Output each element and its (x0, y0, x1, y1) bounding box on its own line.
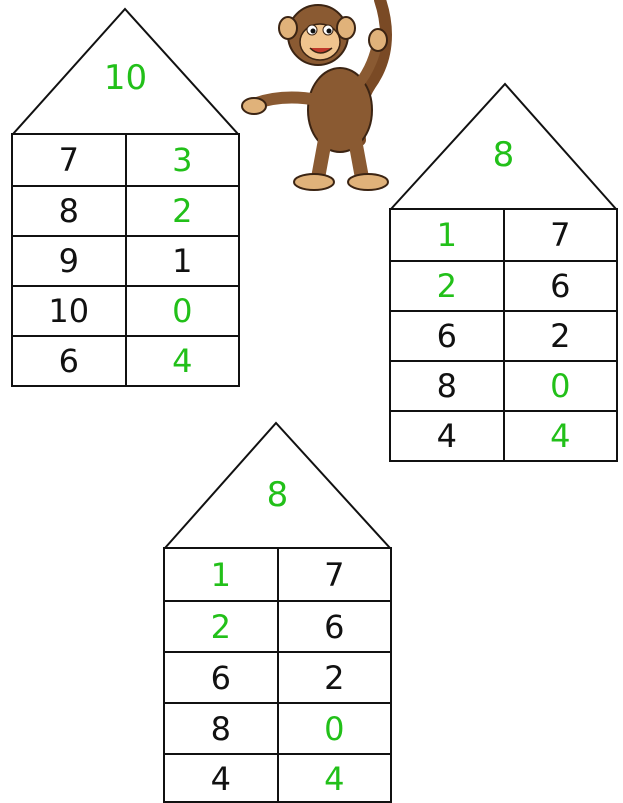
table-row: 8 2 (13, 185, 238, 235)
cell-right: 4 (505, 412, 617, 460)
number-table: 1 7 2 6 6 2 8 0 4 4 (163, 547, 392, 803)
table-row: 6 4 (13, 335, 238, 385)
number-house-3: 8 1 7 2 6 6 2 8 0 4 4 (163, 421, 392, 803)
cell-right: 0 (505, 362, 617, 410)
cell-right: 2 (279, 653, 391, 702)
table-row: 2 6 (165, 600, 390, 651)
roof-number: 8 (389, 138, 618, 172)
cell-left: 7 (13, 135, 127, 185)
cell-left: 4 (391, 412, 505, 460)
table-row: 4 4 (391, 410, 616, 460)
cell-right: 3 (127, 135, 239, 185)
table-row: 4 4 (165, 753, 390, 803)
table-row: 6 2 (165, 651, 390, 702)
cell-right: 6 (505, 262, 617, 310)
cell-right: 4 (279, 755, 391, 803)
cell-left: 9 (13, 237, 127, 285)
cell-right: 0 (127, 287, 239, 335)
number-house-2: 8 1 7 2 6 6 2 8 0 4 4 (389, 82, 618, 462)
table-row: 1 7 (391, 210, 616, 260)
cell-left: 4 (165, 755, 279, 803)
roof-number: 10 (11, 61, 240, 95)
table-row: 8 0 (165, 702, 390, 753)
cell-right: 7 (505, 210, 617, 260)
cell-right: 2 (127, 187, 239, 235)
table-row: 2 6 (391, 260, 616, 310)
monkey-icon (240, 0, 400, 195)
cell-left: 6 (391, 312, 505, 360)
cell-left: 2 (391, 262, 505, 310)
table-row: 6 2 (391, 310, 616, 360)
cell-left: 6 (13, 337, 127, 385)
cell-left: 2 (165, 602, 279, 651)
cell-right: 1 (127, 237, 239, 285)
cell-right: 7 (279, 549, 391, 600)
cell-left: 8 (165, 704, 279, 753)
cell-left: 10 (13, 287, 127, 335)
cell-left: 1 (165, 549, 279, 600)
cell-right: 0 (279, 704, 391, 753)
table-row: 1 7 (165, 549, 390, 600)
number-table: 1 7 2 6 6 2 8 0 4 4 (389, 208, 618, 462)
cell-left: 8 (13, 187, 127, 235)
table-row: 10 0 (13, 285, 238, 335)
cell-right: 4 (127, 337, 239, 385)
cell-right: 2 (505, 312, 617, 360)
roof-number: 8 (163, 478, 392, 512)
table-row: 8 0 (391, 360, 616, 410)
number-house-1: 10 7 3 8 2 9 1 10 0 6 4 (11, 7, 240, 387)
cell-right: 6 (279, 602, 391, 651)
cell-left: 6 (165, 653, 279, 702)
cell-left: 8 (391, 362, 505, 410)
table-row: 9 1 (13, 235, 238, 285)
cell-left: 1 (391, 210, 505, 260)
number-table: 7 3 8 2 9 1 10 0 6 4 (11, 133, 240, 387)
table-row: 7 3 (13, 135, 238, 185)
